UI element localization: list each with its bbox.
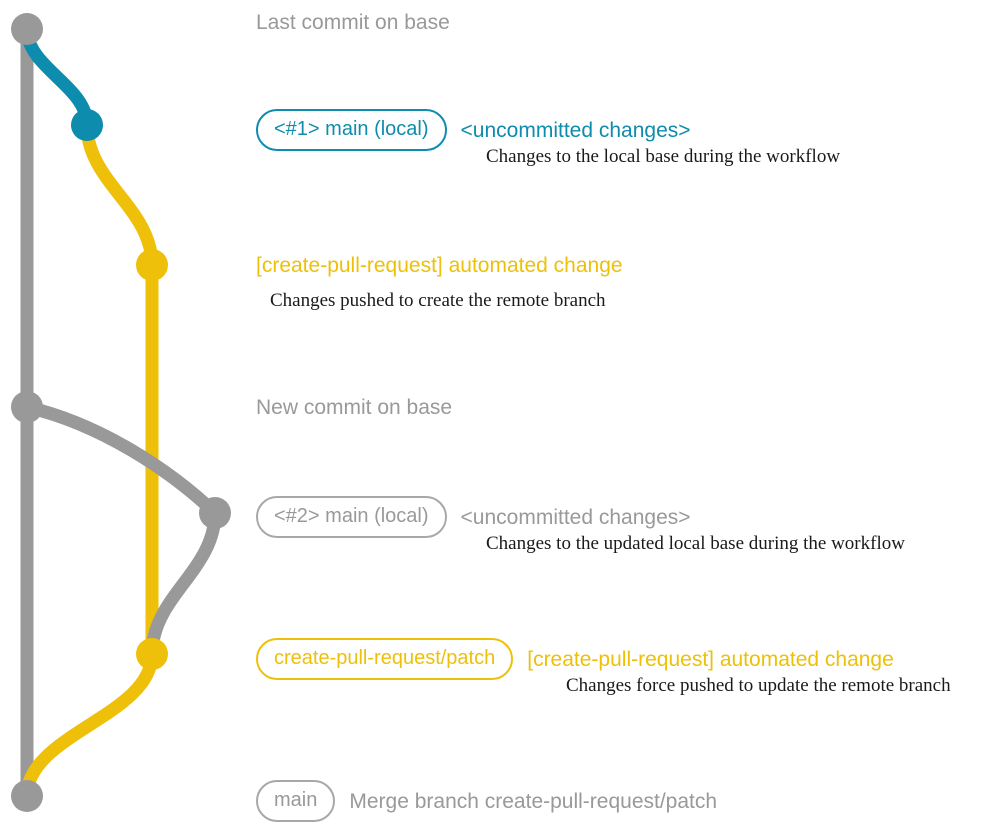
commit-node-base-merge[interactable]: [11, 780, 43, 812]
commit-node-base-last[interactable]: [11, 13, 43, 45]
edge-basenew-to-local2: [20, 400, 222, 520]
commit-subject-create-pull-request-patch: [create-pull-request] automated change: [527, 647, 894, 671]
commit-subject-commit-1-local: <uncommitted changes>: [460, 118, 691, 142]
commit-row-commit-1-local: <#1> main (local) <uncommitted changes>: [256, 109, 691, 151]
commit-node-patch-2[interactable]: [136, 638, 168, 670]
branch-label-main[interactable]: main: [256, 780, 336, 822]
commit-note-create-pull-request: Changes pushed to create the remote bran…: [270, 290, 606, 311]
commit-subject-new-commit-on-base: New commit on base: [256, 396, 453, 419]
commit-row-last-commit-on-base: Last commit on base: [256, 12, 450, 33]
edge-patch2-to-merge: [20, 647, 159, 803]
edge-local2-to-patch2: [145, 506, 222, 661]
commit-subject-merge-commit: Merge branch create-pull-request/patch: [349, 789, 718, 813]
commit-subject-create-pull-request: [create-pull-request] automated change: [256, 254, 623, 277]
commit-row-create-pull-request-patch: create-pull-request/patch [create-pull-r…: [256, 638, 894, 680]
edge-local1-to-patch1: [80, 118, 159, 272]
commit-note-commit-1-local: Changes to the local base during the wor…: [486, 146, 841, 167]
commit-note-commit-2-local: Changes to the updated local base during…: [486, 533, 905, 554]
commit-subject-last-commit-on-base: Last commit on base: [256, 11, 450, 34]
commit-node-base-new[interactable]: [11, 391, 43, 423]
edge-base-to-local1: [20, 22, 94, 132]
commit-row-create-pull-request: [create-pull-request] automated change: [256, 255, 623, 276]
commit-row-merge-commit: main Merge branch create-pull-request/pa…: [256, 780, 717, 822]
branch-label-main-local-2[interactable]: <#2> main (local): [256, 496, 447, 538]
commit-row-commit-2-local: <#2> main (local) <uncommitted changes>: [256, 496, 691, 538]
branch-label-create-pull-request-patch[interactable]: create-pull-request/patch: [256, 638, 514, 680]
branch-label-main-local-1[interactable]: <#1> main (local): [256, 109, 447, 151]
commit-subject-commit-2-local: <uncommitted changes>: [460, 505, 691, 529]
commit-row-new-commit-on-base: New commit on base: [256, 397, 452, 418]
commit-node-patch-1[interactable]: [136, 249, 168, 281]
commit-node-local-1[interactable]: [71, 109, 103, 141]
commit-note-create-pull-request-patch: Changes force pushed to update the remot…: [566, 675, 951, 696]
commit-node-local-2[interactable]: [199, 497, 231, 529]
